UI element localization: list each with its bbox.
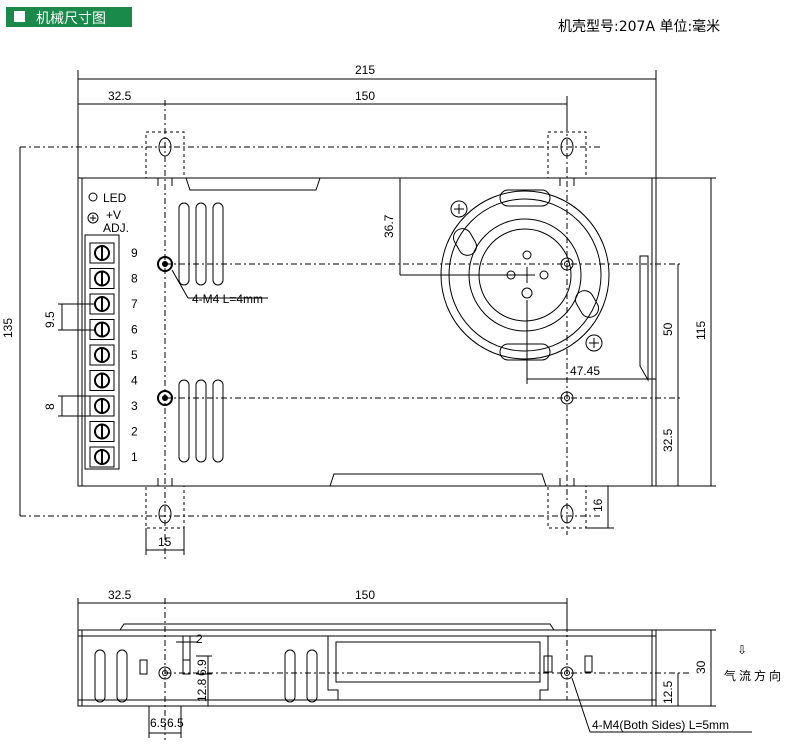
dim-body-height: 115 [694,321,708,340]
side-slot-center [182,659,191,675]
terminal-block [84,234,120,470]
terminal-label-4: 4 [131,374,138,388]
side-dim-12-8: 12.8 [195,678,209,702]
terminal-label-2: 2 [131,425,138,439]
terminal-screw-2: 2 [89,421,138,442]
side-vent-slots-left [94,649,128,703]
side-dim-slot: 2 [196,632,203,646]
side-slot-left [139,659,148,675]
dim-pitch: 9.5 [43,311,57,328]
dim-fan-horizontal: 47.45 [570,364,600,378]
airflow-arrow-icon: ⇩ [737,643,747,657]
airflow-label: 气流方向 [724,668,784,683]
terminal-label-6: 6 [131,323,138,337]
header-title: 机械尺寸图 [36,11,106,27]
top-mount-note: 4-M4 L=4mm [192,292,263,306]
side-vent-slots-right [284,649,318,703]
vent-slots-lower [178,379,224,463]
led-indicator-icon [88,192,98,202]
case-body-outline [77,177,657,487]
side-dim-6-5-a: 6.5 [150,716,167,730]
dim-tab-width: 15 [158,535,172,549]
v-adj-potentiometer-icon [87,212,99,224]
side-dim-6-9: 6.9 [195,659,209,676]
terminal-screw-3: 3 [89,395,138,417]
case-info: 机壳型号:207A 单位:毫米 [558,19,721,35]
side-top-edge [119,623,555,631]
side-leader [571,677,591,733]
led-label: LED [103,191,127,205]
terminal-screw-1: 1 [89,446,138,468]
m4-hole-lower [157,390,173,406]
side-recess [327,635,549,701]
terminal-label-7: 7 [131,297,138,311]
m4-hole-right-lower [560,391,574,405]
dim-tab-height: 16 [591,498,605,512]
top-groove [185,177,321,191]
dim-left-offset: 32.5 [108,89,132,103]
dim-mount-span: 150 [355,89,375,103]
adj-label: ADJ. [103,221,129,235]
side-dim-height: 30 [694,660,708,674]
dim-overall-width: 215 [355,63,375,77]
v-adj-label: +V [106,208,121,222]
dim-hole-vertical: 50 [661,322,675,336]
terminal-screw-9: 9 [89,242,138,264]
terminal-group: 9 8 7 6 5 4 3 2 1 [89,242,138,468]
side-dim-left-offset: 32.5 [108,588,132,602]
side-view-outline [77,629,657,707]
fan-screw-bottom-right [585,334,603,352]
dim-fan-offset: 36.7 [382,214,396,238]
terminal-label-3: 3 [131,399,138,413]
dim-terminal-width: 8 [43,403,57,410]
terminal-label-5: 5 [131,348,138,362]
terminal-screw-6: 6 [89,319,138,340]
vent-slots-upper [178,202,224,286]
terminal-screw-4: 4 [89,370,138,391]
terminal-screw-5: 5 [89,344,138,366]
header-bar [6,7,132,27]
terminal-label-9: 9 [131,246,138,260]
header-square-icon [14,11,25,22]
leader-mount-note [171,269,189,299]
side-slot-right [584,655,593,673]
side-dim-hole-height: 12.5 [661,680,675,704]
side-mount-note: 4-M4(Both Sides) L=5mm [592,718,729,732]
side-dim-6-5-b: 6.5 [167,716,184,730]
dim-overall-height: 135 [1,318,15,338]
terminal-label-1: 1 [131,450,138,464]
terminal-screw-7: 7 [89,293,138,315]
bottom-groove [329,473,547,487]
terminal-label-8: 8 [131,272,138,286]
side-dim-span: 150 [355,588,375,602]
m4-hole-upper [157,256,173,272]
right-side-tab [639,255,649,382]
terminal-screw-8: 8 [89,268,138,289]
fan-screw-top-left [450,200,468,218]
dim-bottom-offset: 32.5 [661,428,675,452]
